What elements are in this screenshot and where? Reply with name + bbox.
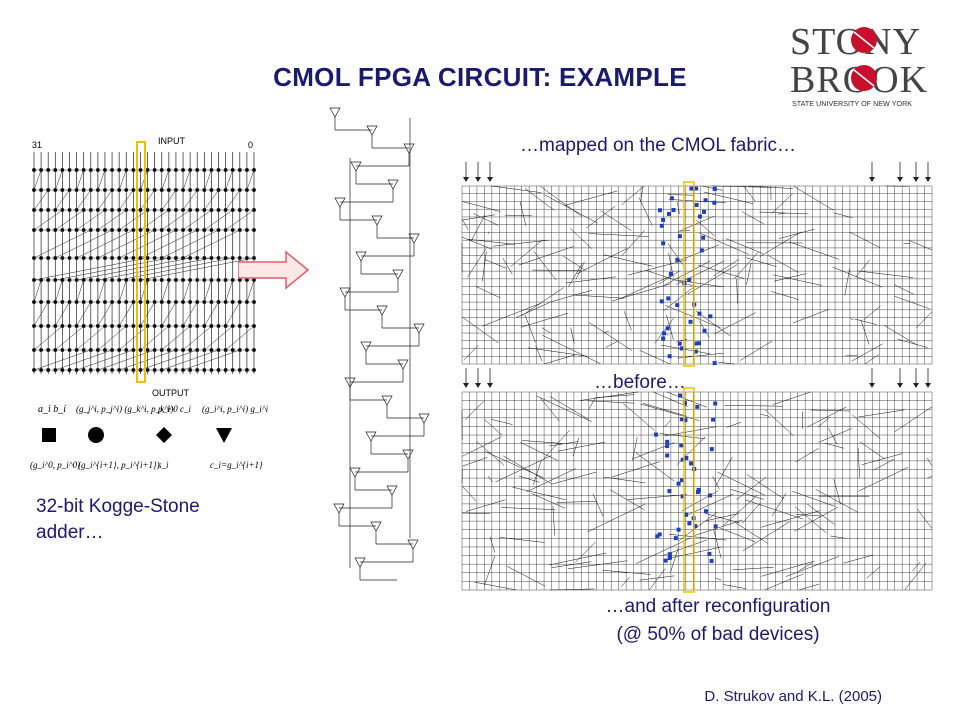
- square-cell-icon: [42, 428, 56, 442]
- legend-bottom-4: c_i=g_i^{i+1}: [210, 460, 263, 470]
- legend-bottom-3: s_i: [158, 460, 169, 470]
- logo-text-3: STATE UNIVERSITY OF NEW YORK: [792, 99, 912, 108]
- after-label: …and after reconfiguration: [605, 596, 831, 617]
- legend-top-4: (g_i^i, p_i^i) g_i^i: [202, 404, 269, 414]
- before-label: …before…: [594, 372, 686, 393]
- kogge-stone-diagram: INPUT 31 0 OUTPUT: [28, 130, 268, 400]
- legend-bottom-2: (g_i^{i+1}, p_i^{i+1}): [78, 460, 160, 470]
- highlight-column: [136, 141, 146, 383]
- arrow-right-icon: [237, 250, 310, 290]
- legend-top-1: a_i b_i: [38, 404, 66, 415]
- logo-icon: STONY BROOK STATE UNIVERSITY OF NEW YORK: [788, 12, 948, 112]
- diamond-cell-icon: [156, 427, 172, 443]
- bit-low-label: 0: [248, 140, 253, 150]
- legend-top-3: p_i^0 c_i: [157, 404, 192, 414]
- slide-title: CMOL FPGA CIRCUIT: EXAMPLE: [273, 62, 687, 92]
- input-label: INPUT: [158, 136, 186, 146]
- bit-high-label: 31: [32, 140, 42, 150]
- legend-top-2: (g_j^i, p_j^i) (g_k^i, p_k^i): [76, 404, 173, 414]
- adder-caption: 32-bit Kogge-Stone adder…: [36, 496, 200, 543]
- credit: D. Strukov and K.L. (2005): [704, 688, 882, 705]
- cmol-grid-reconfigured: [452, 366, 942, 596]
- triangle-cell-icon: [216, 428, 232, 443]
- netlist-diagram: [310, 98, 450, 596]
- cmol-grid-mapped: [452, 160, 942, 370]
- mapped-label: …mapped on the CMOL fabric…: [520, 135, 796, 156]
- circle-cell-icon: [88, 427, 104, 443]
- output-label: OUTPUT: [152, 388, 190, 398]
- legend-bottom-1: (g_i^0, p_i^0): [30, 460, 80, 470]
- cell-legend: a_i b_i (g_j^i, p_j^i) (g_k^i, p_k^i) p_…: [30, 400, 270, 480]
- after-label-2: (@ 50% of bad devices): [616, 624, 820, 645]
